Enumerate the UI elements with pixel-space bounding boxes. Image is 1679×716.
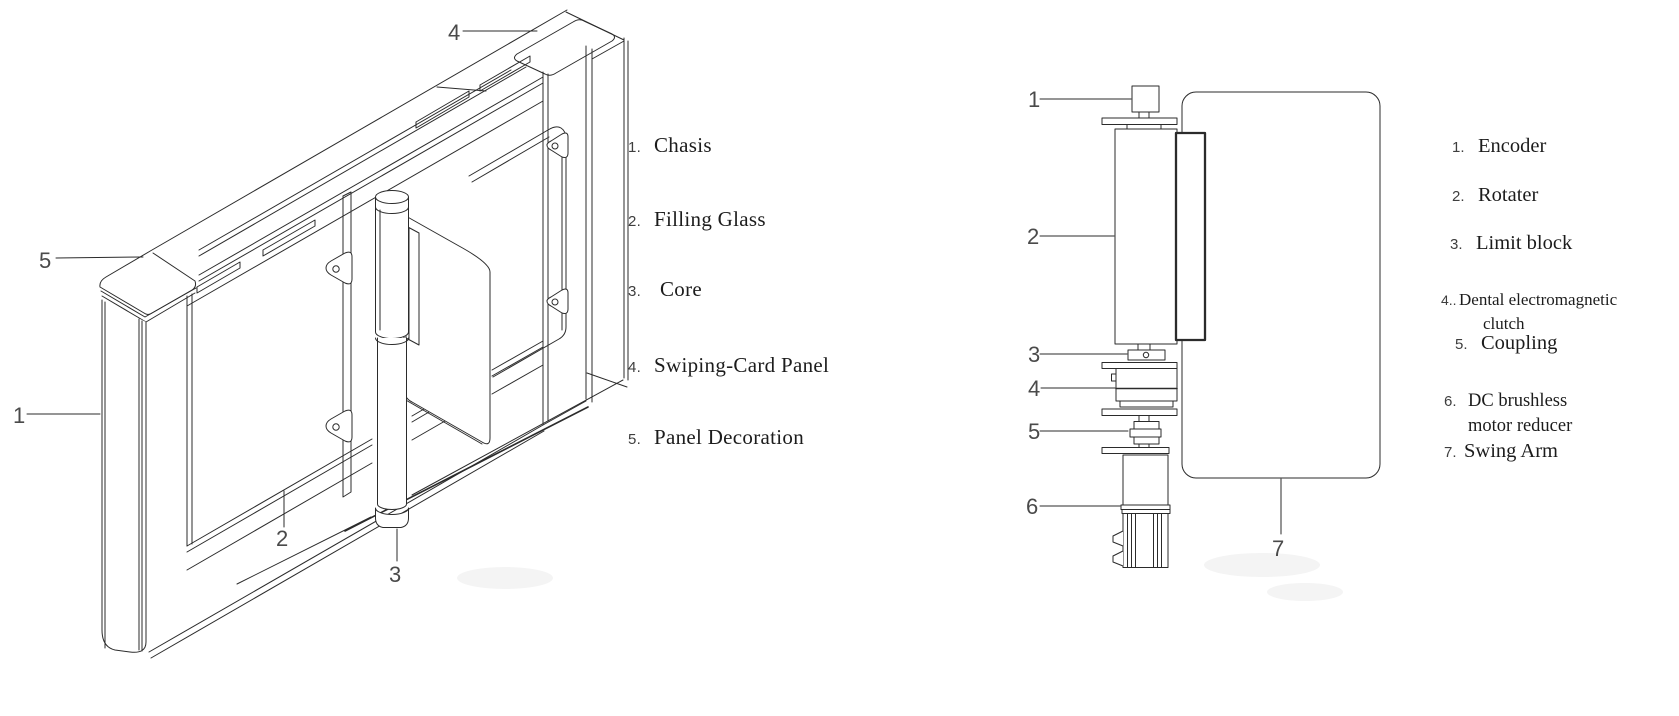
callout-motor: 6 <box>1026 494 1038 519</box>
panel-clip <box>546 288 569 314</box>
legend-item-coupling: 5. Coupling <box>1455 332 1557 355</box>
legend-label: Limit block <box>1476 232 1573 254</box>
electromagnetic-clutch <box>1111 368 1178 408</box>
legend-label: Rotater <box>1478 184 1539 206</box>
legend-number: 3. <box>628 283 642 300</box>
legend-item-rotater: 2. Rotater <box>1452 184 1538 207</box>
legend-number: 5. <box>628 431 642 448</box>
callout-chasis: 1 <box>13 403 25 428</box>
legend-item-motor: 6. DC brushless motor reducer <box>1444 389 1572 439</box>
legend-item-swing-arm: 7. Swing Arm <box>1444 440 1558 463</box>
legend-label: Swiping-Card Panel <box>654 353 830 377</box>
legend-item-filling-glass: 2. Filling Glass <box>628 207 766 232</box>
panel-clip <box>546 132 569 158</box>
rear-glass-panel <box>468 126 569 378</box>
core-diagram: 1 2 3 4 5 6 7 <box>1026 85 1381 568</box>
chassis-diagram: 1 2 3 4 5 <box>13 9 629 659</box>
callout-panel-decoration: 5 <box>39 248 51 273</box>
cabinet-right-end <box>542 37 629 426</box>
swiping-card-panel <box>514 19 615 76</box>
legend-label: Core <box>660 277 703 301</box>
legend-number: 1. <box>628 139 642 156</box>
callout-limit-block: 3 <box>1028 342 1040 367</box>
vent-slots <box>196 55 531 294</box>
callout-encoder: 1 <box>1028 87 1040 112</box>
legend-number: 3. <box>1450 236 1463 253</box>
callout-core: 3 <box>389 562 401 587</box>
limit-block <box>1127 343 1166 361</box>
legend-number: 7. <box>1444 444 1457 461</box>
legend-number: 4.. <box>1441 292 1457 308</box>
legend-label: Chasis <box>654 133 712 157</box>
legend-label: Encoder <box>1478 135 1547 157</box>
legend-item-core: 3. Core <box>628 277 702 302</box>
motor-reducer <box>1112 454 1171 568</box>
legend-item-limit-block: 3. Limit block <box>1450 232 1572 255</box>
bearing-plate-top <box>1101 117 1178 125</box>
callout-clutch: 4 <box>1028 376 1040 401</box>
callout-swing-arm: 7 <box>1272 536 1284 561</box>
legend-number: 2. <box>628 213 642 230</box>
legend-item-panel-decoration: 5. Panel Decoration <box>628 425 804 450</box>
legend-label: Panel Decoration <box>654 425 804 449</box>
legend-label-line2: clutch <box>1483 314 1525 333</box>
bearing-plate-mid1 <box>1101 362 1178 369</box>
base-rails <box>148 340 624 659</box>
legend-label: Coupling <box>1481 332 1558 354</box>
legend-label: Filling Glass <box>654 207 766 231</box>
bearing-plate-bottom <box>1101 447 1170 454</box>
callout-filling-glass: 2 <box>276 526 288 551</box>
legend-label: Swing Arm <box>1464 440 1558 462</box>
encoder <box>1131 85 1160 119</box>
swing-arm <box>1181 91 1381 479</box>
leader-lines <box>26 30 538 562</box>
legend-item-chasis: 1. Chasis <box>628 133 712 158</box>
legend-number: 6. <box>1444 393 1457 410</box>
watermark-smudges <box>457 553 1343 601</box>
glass-clip <box>325 409 353 443</box>
mounting-plate <box>1174 131 1207 342</box>
coupling <box>1129 415 1162 448</box>
legend-label-line2: motor reducer <box>1468 416 1573 436</box>
legend-item-clutch: 4..Dental electromagnetic clutch <box>1441 288 1617 335</box>
legend-number: 2. <box>1452 188 1465 205</box>
left-pillar <box>101 299 147 653</box>
legend-number: 4. <box>628 359 642 376</box>
glass-clip <box>325 251 353 285</box>
filling-glass-panel <box>186 191 353 547</box>
shaft-collar <box>1126 124 1162 130</box>
legend-item-encoder: 1. Encoder <box>1452 135 1546 158</box>
legend-item-swiping-card-panel: 4. Swiping-Card Panel <box>628 353 829 378</box>
legend-number: 1. <box>1452 139 1465 156</box>
legend-label: DC brushless <box>1468 391 1568 411</box>
callout-coupling: 5 <box>1028 419 1040 444</box>
legend-label: Dental electromagnetic <box>1459 290 1618 309</box>
callout-swiping-card-panel: 4 <box>448 20 460 45</box>
bearing-plate-mid2 <box>1101 408 1178 416</box>
callout-rotater: 2 <box>1027 224 1039 249</box>
core-cylinder <box>375 190 409 528</box>
leader-lines <box>1039 98 1282 535</box>
cabinet-top-beam <box>99 9 625 323</box>
legend-number: 5. <box>1455 336 1468 353</box>
rotater <box>1114 128 1178 345</box>
